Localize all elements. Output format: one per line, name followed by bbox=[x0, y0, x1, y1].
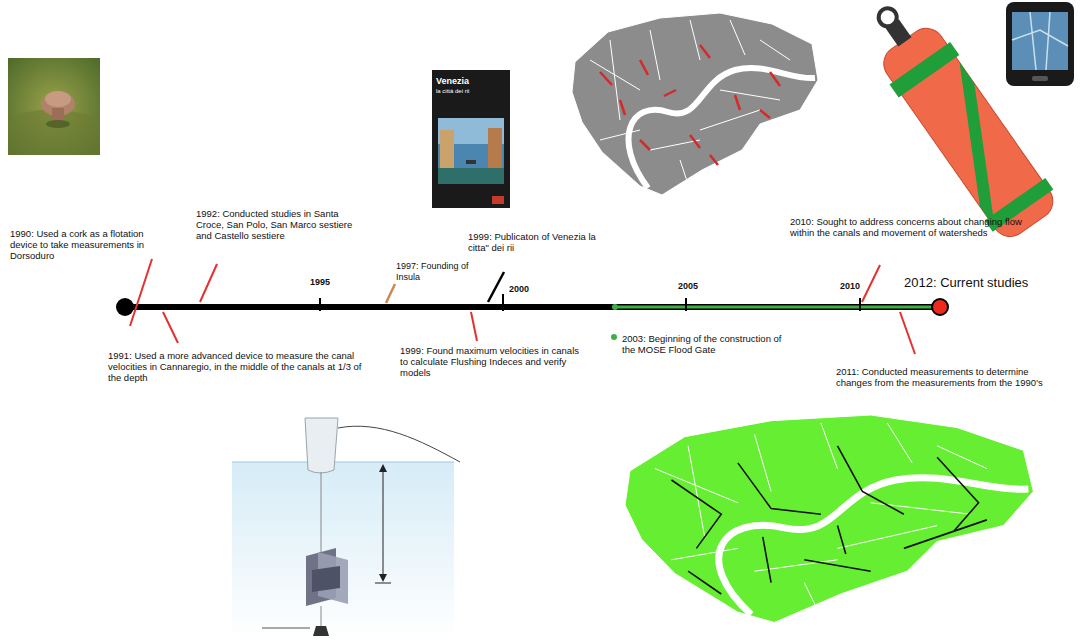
event-note: 1990: Used a cork as a flotation device … bbox=[10, 228, 150, 262]
book-title: Venezia bbox=[436, 76, 506, 87]
year-tick: 2000 bbox=[509, 284, 529, 295]
event-note: 1999: Found maximum velocities in canals… bbox=[400, 345, 585, 379]
phone-icon bbox=[1006, 2, 1074, 86]
year-tick: 1995 bbox=[310, 277, 330, 288]
venice-map-grey bbox=[572, 13, 818, 195]
event-note: 2010: Sought to address concerns about c… bbox=[790, 216, 1035, 238]
cork-photo bbox=[8, 58, 100, 155]
event-note: 1997: Founding of Insula bbox=[396, 261, 476, 282]
event-note: 1999: Publicaton of Venezia la citta" de… bbox=[468, 231, 618, 253]
book-subtitle: la città dei rii bbox=[436, 88, 506, 95]
event-note: 1992: Conducted studies in Santa Croce, … bbox=[196, 208, 368, 242]
year-tick: 2010 bbox=[840, 281, 860, 292]
venice-map-green bbox=[625, 415, 1033, 622]
year-tick: 2005 bbox=[678, 281, 698, 292]
event-note: 2011: Conducted measurements to determin… bbox=[836, 366, 1046, 388]
timeline-axis bbox=[116, 259, 948, 354]
book-cover bbox=[432, 70, 510, 208]
event-note: 2003: Beginning of the construction of t… bbox=[622, 333, 782, 355]
current-marker: 2012: Current studies bbox=[904, 275, 1028, 290]
device-diagram bbox=[232, 418, 460, 640]
event-note: 1991: Used a more advanced device to mea… bbox=[108, 350, 363, 384]
